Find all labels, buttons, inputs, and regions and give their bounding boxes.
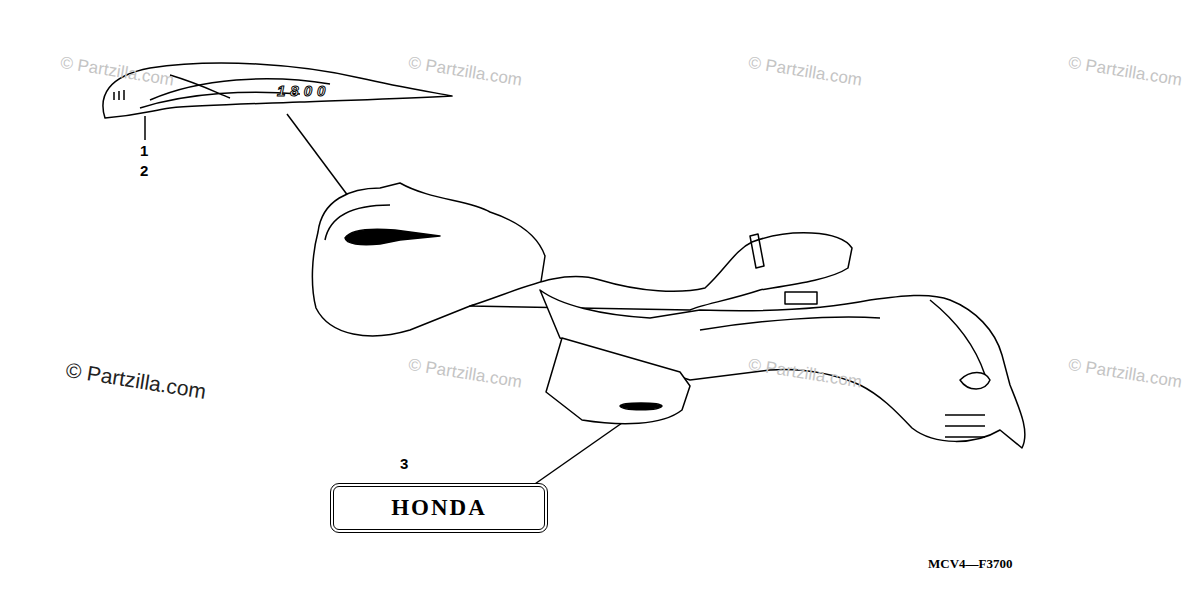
watermark: © Partzilla.com <box>59 54 175 90</box>
frame-badge <box>785 292 817 304</box>
decal-stripe <box>170 75 230 98</box>
decal-text: 1800 <box>277 83 330 100</box>
watermark: © Partzilla.com <box>64 358 207 403</box>
tank-emblem <box>345 229 440 244</box>
frame <box>540 290 1025 448</box>
watermark: © Partzilla.com <box>1067 356 1183 392</box>
decal-marks <box>114 90 124 100</box>
callout-number: 2 <box>140 163 148 180</box>
fuel-tank <box>312 183 545 336</box>
tail-light <box>960 373 990 390</box>
emblem-part: HONDA <box>330 483 548 533</box>
watermark: © Partzilla.com <box>407 54 523 90</box>
leader-line <box>144 116 146 140</box>
side-cover <box>546 338 690 424</box>
watermark: © Partzilla.com <box>407 356 523 392</box>
fender-edge <box>930 300 985 375</box>
seat-strap <box>750 234 764 268</box>
emblem-text: HONDA <box>391 495 487 521</box>
fender-vents <box>945 415 985 437</box>
callout-number: 1 <box>140 143 148 160</box>
callout-number: 3 <box>400 456 408 473</box>
frame-edge <box>700 317 880 330</box>
seat <box>470 233 852 310</box>
drawing-code: MCV4—F3700 <box>928 557 1013 571</box>
side-cover-emblem <box>620 403 662 410</box>
watermark: © Partzilla.com <box>747 54 863 90</box>
watermark: © Partzilla.com <box>1067 54 1183 90</box>
watermark: © Partzilla.com <box>747 356 863 392</box>
decal-stripe <box>150 79 330 100</box>
